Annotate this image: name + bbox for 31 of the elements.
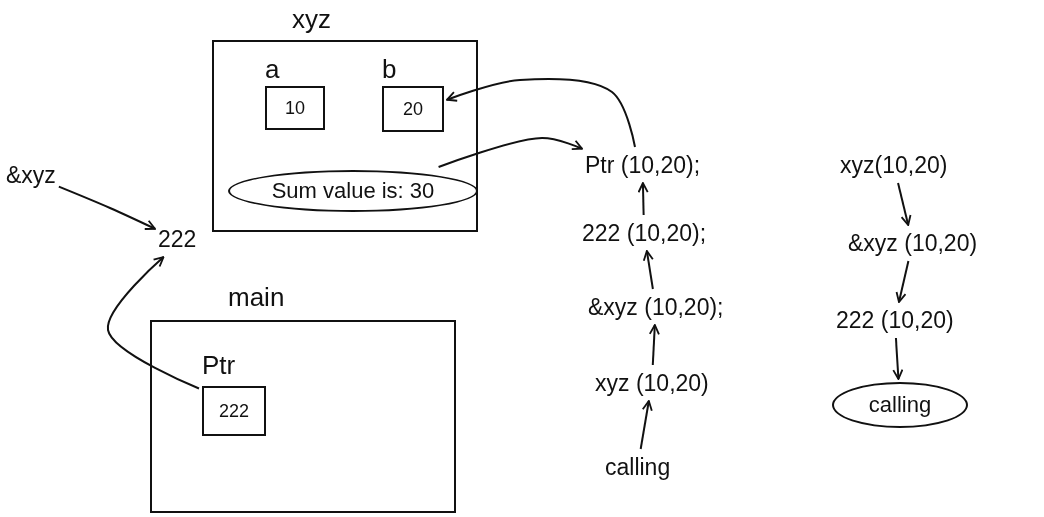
- arrow: [895, 260, 910, 303]
- oval-label: calling: [832, 382, 968, 428]
- call-text: Ptr (10,20);: [585, 151, 701, 180]
- call-text: calling: [605, 453, 671, 482]
- value-cell: 20: [382, 86, 444, 132]
- arrow: [446, 78, 636, 148]
- call-text: xyz(10,20): [840, 151, 948, 180]
- call-text: xyz (10,20): [595, 369, 709, 398]
- call-text: &xyz (10,20);: [588, 293, 724, 322]
- call-text: &xyz: [6, 161, 56, 190]
- frame-title: main: [228, 282, 285, 312]
- call-text: 222: [158, 225, 197, 254]
- value-cell: 10: [265, 86, 325, 130]
- oval-label: Sum value is: 30: [228, 170, 478, 212]
- arrow: [642, 250, 654, 290]
- arrow: [57, 185, 156, 230]
- frame-title: xyz: [292, 4, 331, 34]
- call-text: 222 (10,20);: [582, 219, 707, 248]
- arrow: [107, 256, 200, 390]
- arrow: [897, 182, 912, 226]
- variable-name: a: [265, 54, 280, 84]
- arrow: [437, 137, 583, 168]
- value-cell: 222: [202, 386, 266, 436]
- variable-name: b: [382, 54, 397, 84]
- arrow: [637, 182, 649, 216]
- arrow: [892, 337, 904, 380]
- arrow: [648, 324, 660, 366]
- call-text: 222 (10,20): [836, 306, 954, 335]
- call-text: &xyz (10,20): [848, 229, 978, 258]
- variable-name: Ptr: [202, 350, 236, 380]
- arrow: [639, 400, 653, 450]
